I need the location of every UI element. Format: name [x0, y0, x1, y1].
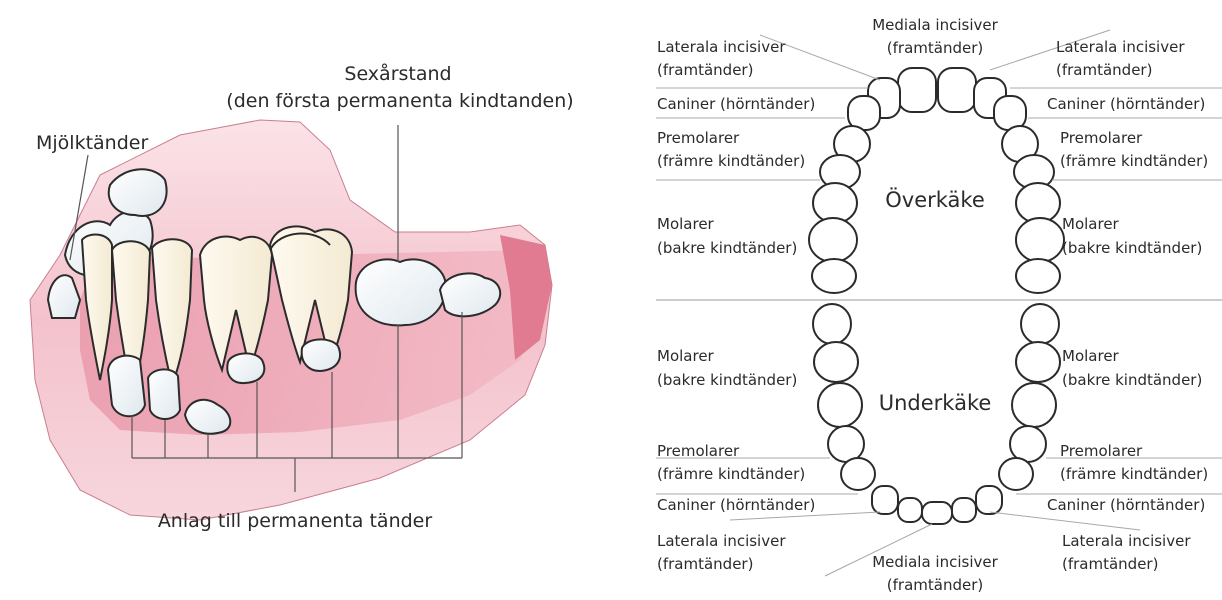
label-milk-teeth: Mjölktänder — [36, 131, 148, 156]
label-bot-mol-right-2: (bakre kindtänder) — [1062, 369, 1202, 392]
label-bot-central-2: (framtänder) — [845, 574, 1025, 597]
label-top-mol-left-1: Molarer — [657, 213, 714, 236]
label-top-pre-right-2: (främre kindtänder) — [1060, 150, 1208, 173]
label-top-can-right: Caniner (hörntänder) — [1047, 93, 1205, 116]
label-bot-pre-left-1: Premolarer — [657, 440, 739, 463]
label-bot-pre-right-1: Premolarer — [1060, 440, 1142, 463]
label-top-lat-left-2: (framtänder) — [657, 59, 753, 82]
label-permanent-buds: Anlag till permanenta tänder — [120, 509, 470, 534]
label-top-mol-right-2: (bakre kindtänder) — [1062, 237, 1202, 260]
label-top-central-2: (framtänder) — [845, 37, 1025, 60]
label-top-can-left: Caniner (hörntänder) — [657, 93, 815, 116]
label-top-mol-right-1: Molarer — [1062, 213, 1119, 236]
label-bot-mol-left-2: (bakre kindtänder) — [657, 369, 797, 392]
label-upper-jaw: Överkäke — [870, 187, 1000, 213]
label-top-pre-left-2: (främre kindtänder) — [657, 150, 805, 173]
label-bot-mol-left-1: Molarer — [657, 345, 714, 368]
label-bot-can-left: Caniner (hörntänder) — [657, 494, 815, 517]
label-six-year-molar-1: Sexårstand — [300, 62, 496, 87]
label-top-pre-left-1: Premolarer — [657, 127, 739, 150]
label-top-lat-right-2: (framtänder) — [1056, 59, 1152, 82]
label-bot-can-right: Caniner (hörntänder) — [1047, 494, 1205, 517]
label-top-lat-left-1: Laterala incisiver — [657, 36, 786, 59]
label-top-pre-right-1: Premolarer — [1060, 127, 1142, 150]
upper-arch — [809, 68, 1064, 293]
label-bot-pre-left-2: (främre kindtänder) — [657, 463, 805, 486]
label-top-mol-left-2: (bakre kindtänder) — [657, 237, 797, 260]
label-six-year-molar-2: (den första permanenta kindtanden) — [190, 89, 610, 114]
label-bot-lat-right-2: (framtänder) — [1062, 553, 1158, 576]
label-bot-lat-left-1: Laterala incisiver — [657, 530, 786, 553]
label-bot-lat-left-2: (framtänder) — [657, 553, 753, 576]
label-bot-pre-right-2: (främre kindtänder) — [1060, 463, 1208, 486]
label-bot-mol-right-1: Molarer — [1062, 345, 1119, 368]
label-top-central-1: Mediala incisiver — [845, 14, 1025, 37]
jaw-cross-section — [30, 120, 552, 520]
label-top-lat-right-1: Laterala incisiver — [1056, 36, 1185, 59]
label-lower-jaw: Underkäke — [860, 390, 1010, 416]
label-bot-lat-right-1: Laterala incisiver — [1062, 530, 1191, 553]
six-year-molar — [356, 259, 446, 325]
label-bot-central-1: Mediala incisiver — [845, 551, 1025, 574]
